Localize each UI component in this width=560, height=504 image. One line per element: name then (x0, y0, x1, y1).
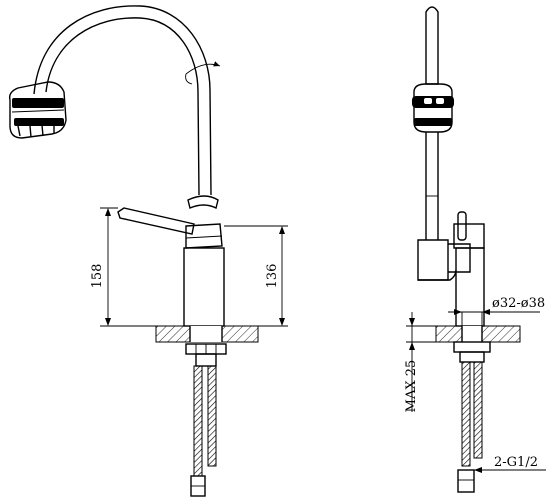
dimension-max-thickness-label: MAX 25 (404, 360, 419, 413)
dimension-158: 158 (90, 207, 156, 327)
spout-inner-arc (45, 17, 200, 196)
side-countertop (435, 325, 521, 363)
side-tube (425, 132, 439, 240)
countertop (155, 325, 259, 343)
dimension-158-label: 158 (90, 264, 105, 289)
dimension-hole-diameter-label: ø32-ø38 (492, 296, 545, 311)
dimension-max-thickness: MAX 25 (404, 312, 436, 412)
side-view: ø32-ø38 MAX 25 2-G1/2 (404, 6, 546, 493)
dimension-connection: 2-G1/2 (474, 455, 546, 473)
side-hoses (457, 361, 483, 493)
lever-handle (117, 207, 195, 235)
dimension-hole-diameter: ø32-ø38 (448, 296, 545, 326)
mounting-nut (185, 343, 227, 367)
side-body (417, 211, 485, 327)
dimension-136: 136 (224, 225, 288, 327)
rotation-arrow-icon (185, 61, 221, 85)
spray-head (8, 81, 67, 139)
supply-hoses (190, 365, 217, 497)
faucet-body (183, 223, 225, 327)
dimension-136-label: 136 (265, 264, 280, 289)
spout-outer-arc (33, 5, 212, 196)
riser-collar (187, 195, 219, 210)
side-spout-top (425, 6, 439, 85)
side-spray-head (412, 83, 454, 133)
front-view: 158 136 (8, 5, 288, 497)
dimension-connection-label: 2-G1/2 (494, 455, 538, 470)
